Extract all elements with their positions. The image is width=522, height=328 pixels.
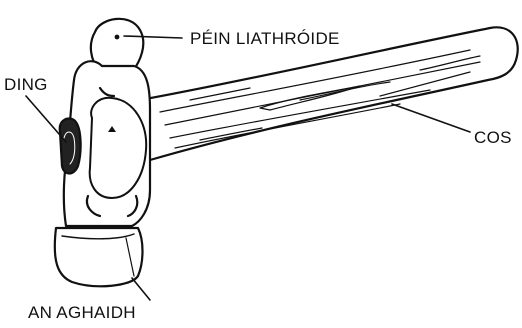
face-part (55, 228, 143, 286)
leader-wedge (26, 96, 66, 142)
handle-label: COS (474, 129, 512, 146)
leader-face (132, 278, 150, 300)
wedge-part (60, 119, 81, 174)
wedge-label: DING (4, 76, 48, 93)
leader-handle (392, 104, 470, 132)
ball-highlight-dot (115, 35, 120, 40)
ball-peen-label: PÉIN LIATHRÓIDE (190, 30, 340, 47)
face-label: AN AGHAIDH (28, 304, 136, 321)
